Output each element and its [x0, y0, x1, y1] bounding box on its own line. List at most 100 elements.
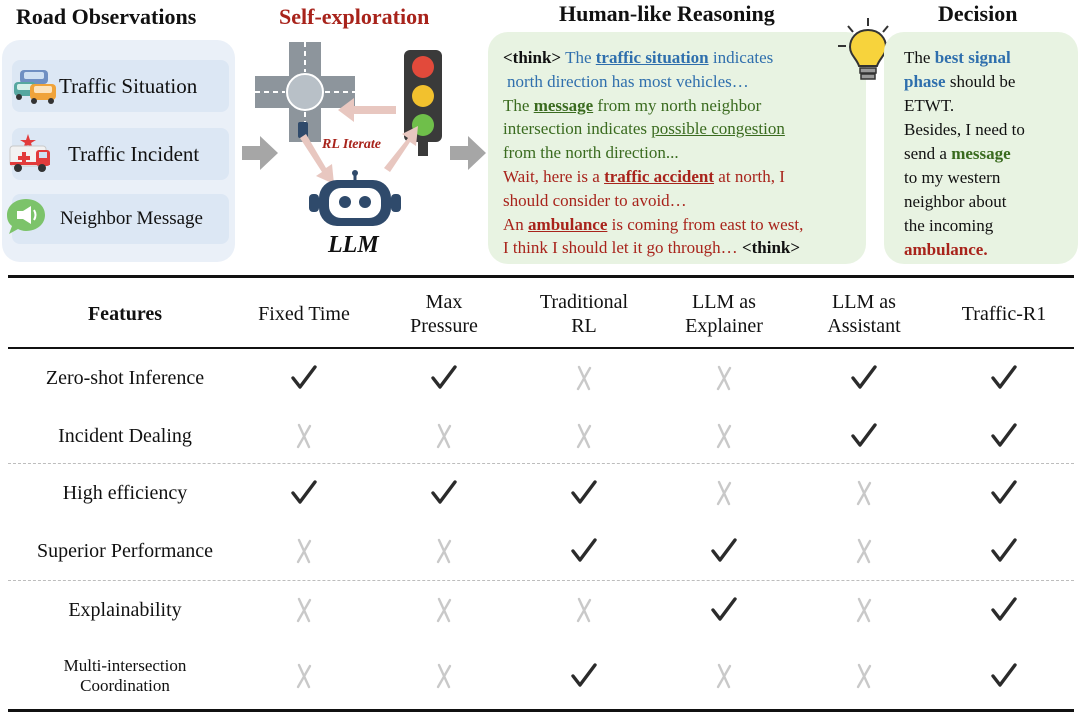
road-observations-title: Road Observations [16, 4, 197, 29]
think-close-tag: <think> [741, 238, 801, 258]
column-header-line: LLM as [692, 291, 756, 313]
check-icon [991, 365, 1017, 389]
think-open-tag: <think> [503, 48, 562, 67]
traffic-light-icon [404, 50, 442, 156]
check-icon [431, 365, 457, 389]
obs-label: Traffic Incident [68, 141, 200, 166]
row-label-line: Multi-intersection [63, 655, 187, 675]
decision-panel [884, 32, 1078, 264]
features-header: Features [87, 303, 163, 325]
column-header-line: Pressure [410, 315, 478, 337]
best-signal-highlight: best signal [934, 48, 1011, 67]
row-label: High efficiency [10, 481, 240, 505]
cross-icon [716, 663, 732, 689]
table-rule [8, 709, 1074, 712]
traffic-situation-highlight: traffic situation [595, 48, 709, 67]
row-label-line: Zero-shot Inference [45, 367, 205, 389]
reason-text-span: from the north direction... [503, 143, 679, 163]
message-highlight: message [533, 95, 594, 115]
reason-text-span: indicates [708, 48, 774, 67]
row-label: Superior Performance [10, 539, 240, 563]
obs-traffic-situation: Traffic Situation [12, 60, 229, 112]
column-header-line: LLM as [832, 291, 896, 313]
column-header-line: Fixed Time [258, 303, 350, 325]
self-exploration-title: Self-exploration [279, 4, 430, 29]
decision-text-span: to my western [904, 168, 1001, 187]
cross-icon [716, 480, 732, 506]
column-header-line: Explainer [685, 315, 763, 337]
reason-text-span: The [503, 95, 534, 115]
cross-icon [856, 597, 872, 623]
check-icon [711, 538, 737, 562]
cross-icon [716, 365, 732, 391]
accident-highlight: traffic accident [604, 166, 715, 186]
row-label: Zero-shot Inference [10, 366, 240, 390]
column-header-line: RL [571, 315, 597, 337]
obs-label: Traffic Situation [59, 73, 198, 98]
row-label: Incident Dealing [10, 424, 240, 448]
row-label: Explainability [10, 598, 240, 622]
loop-arrows [300, 98, 418, 184]
check-icon [991, 663, 1017, 687]
cross-icon [296, 597, 312, 623]
check-icon [851, 365, 877, 389]
decision-text-span: neighbor about [904, 192, 1007, 211]
reason-text-span: should consider to avoid… [503, 190, 687, 210]
intersection-icon [255, 42, 355, 142]
column-header-line: Traditional [539, 291, 629, 313]
reasoning-text: <think> The traffic situation indicates … [503, 46, 868, 260]
table-rule [8, 347, 1074, 349]
column-header-line: Max [425, 291, 463, 313]
check-icon [431, 480, 457, 504]
ambulance-highlight: ambulance [528, 214, 608, 234]
congestion-highlight: possible congestion [651, 119, 785, 139]
reason-text-span: intersection indicates [503, 119, 652, 139]
column-header-line: Assistant [827, 315, 901, 337]
reason-text-span: north direction has most vehicles… [507, 71, 749, 91]
check-icon [291, 480, 317, 504]
ambulance-icon [9, 134, 50, 172]
reasoning-panel [488, 32, 866, 264]
cross-icon [436, 597, 452, 623]
ambulance-highlight: ambulance. [904, 240, 988, 259]
arrow-right-icon [242, 136, 278, 170]
reason-text-span: An [503, 214, 529, 234]
cross-icon [436, 423, 452, 449]
check-icon [991, 538, 1017, 562]
reason-text-span: is coming from east to west, [607, 214, 804, 234]
decision-text: The best signal phase should be ETWT. Be… [904, 46, 1076, 262]
cross-icon [576, 597, 592, 623]
cars-icon [14, 70, 56, 104]
reason-text-span: Wait, here is a [503, 166, 605, 186]
obs-neighbor-message: Neighbor Message [7, 194, 229, 244]
check-icon [991, 423, 1017, 447]
arrow-right-icon [450, 136, 486, 170]
obs-traffic-incident: Traffic Incident [9, 128, 229, 180]
column-header: Fixed Time [234, 302, 374, 326]
decision-title: Decision [938, 1, 1018, 26]
cross-icon [576, 365, 592, 391]
table-rule [8, 463, 1074, 464]
reason-text-span: I think I should let it go through… [503, 238, 742, 258]
column-header-line: Traffic-R1 [961, 303, 1047, 325]
reason-text-span: from my north neighbor [593, 95, 762, 115]
decision-text-span: ETWT. [904, 96, 955, 115]
table-rule [8, 275, 1074, 278]
cross-icon [296, 538, 312, 564]
phase-highlight: phase [904, 72, 946, 91]
cross-icon [716, 423, 732, 449]
check-icon [571, 480, 597, 504]
check-icon [571, 663, 597, 687]
row-label-line: Incident Dealing [58, 425, 192, 447]
check-icon [851, 423, 877, 447]
reason-text-span: at north, I [714, 166, 785, 186]
check-icon [571, 538, 597, 562]
cross-icon [296, 663, 312, 689]
cross-icon [576, 423, 592, 449]
cross-icon [436, 538, 452, 564]
cross-icon [296, 423, 312, 449]
